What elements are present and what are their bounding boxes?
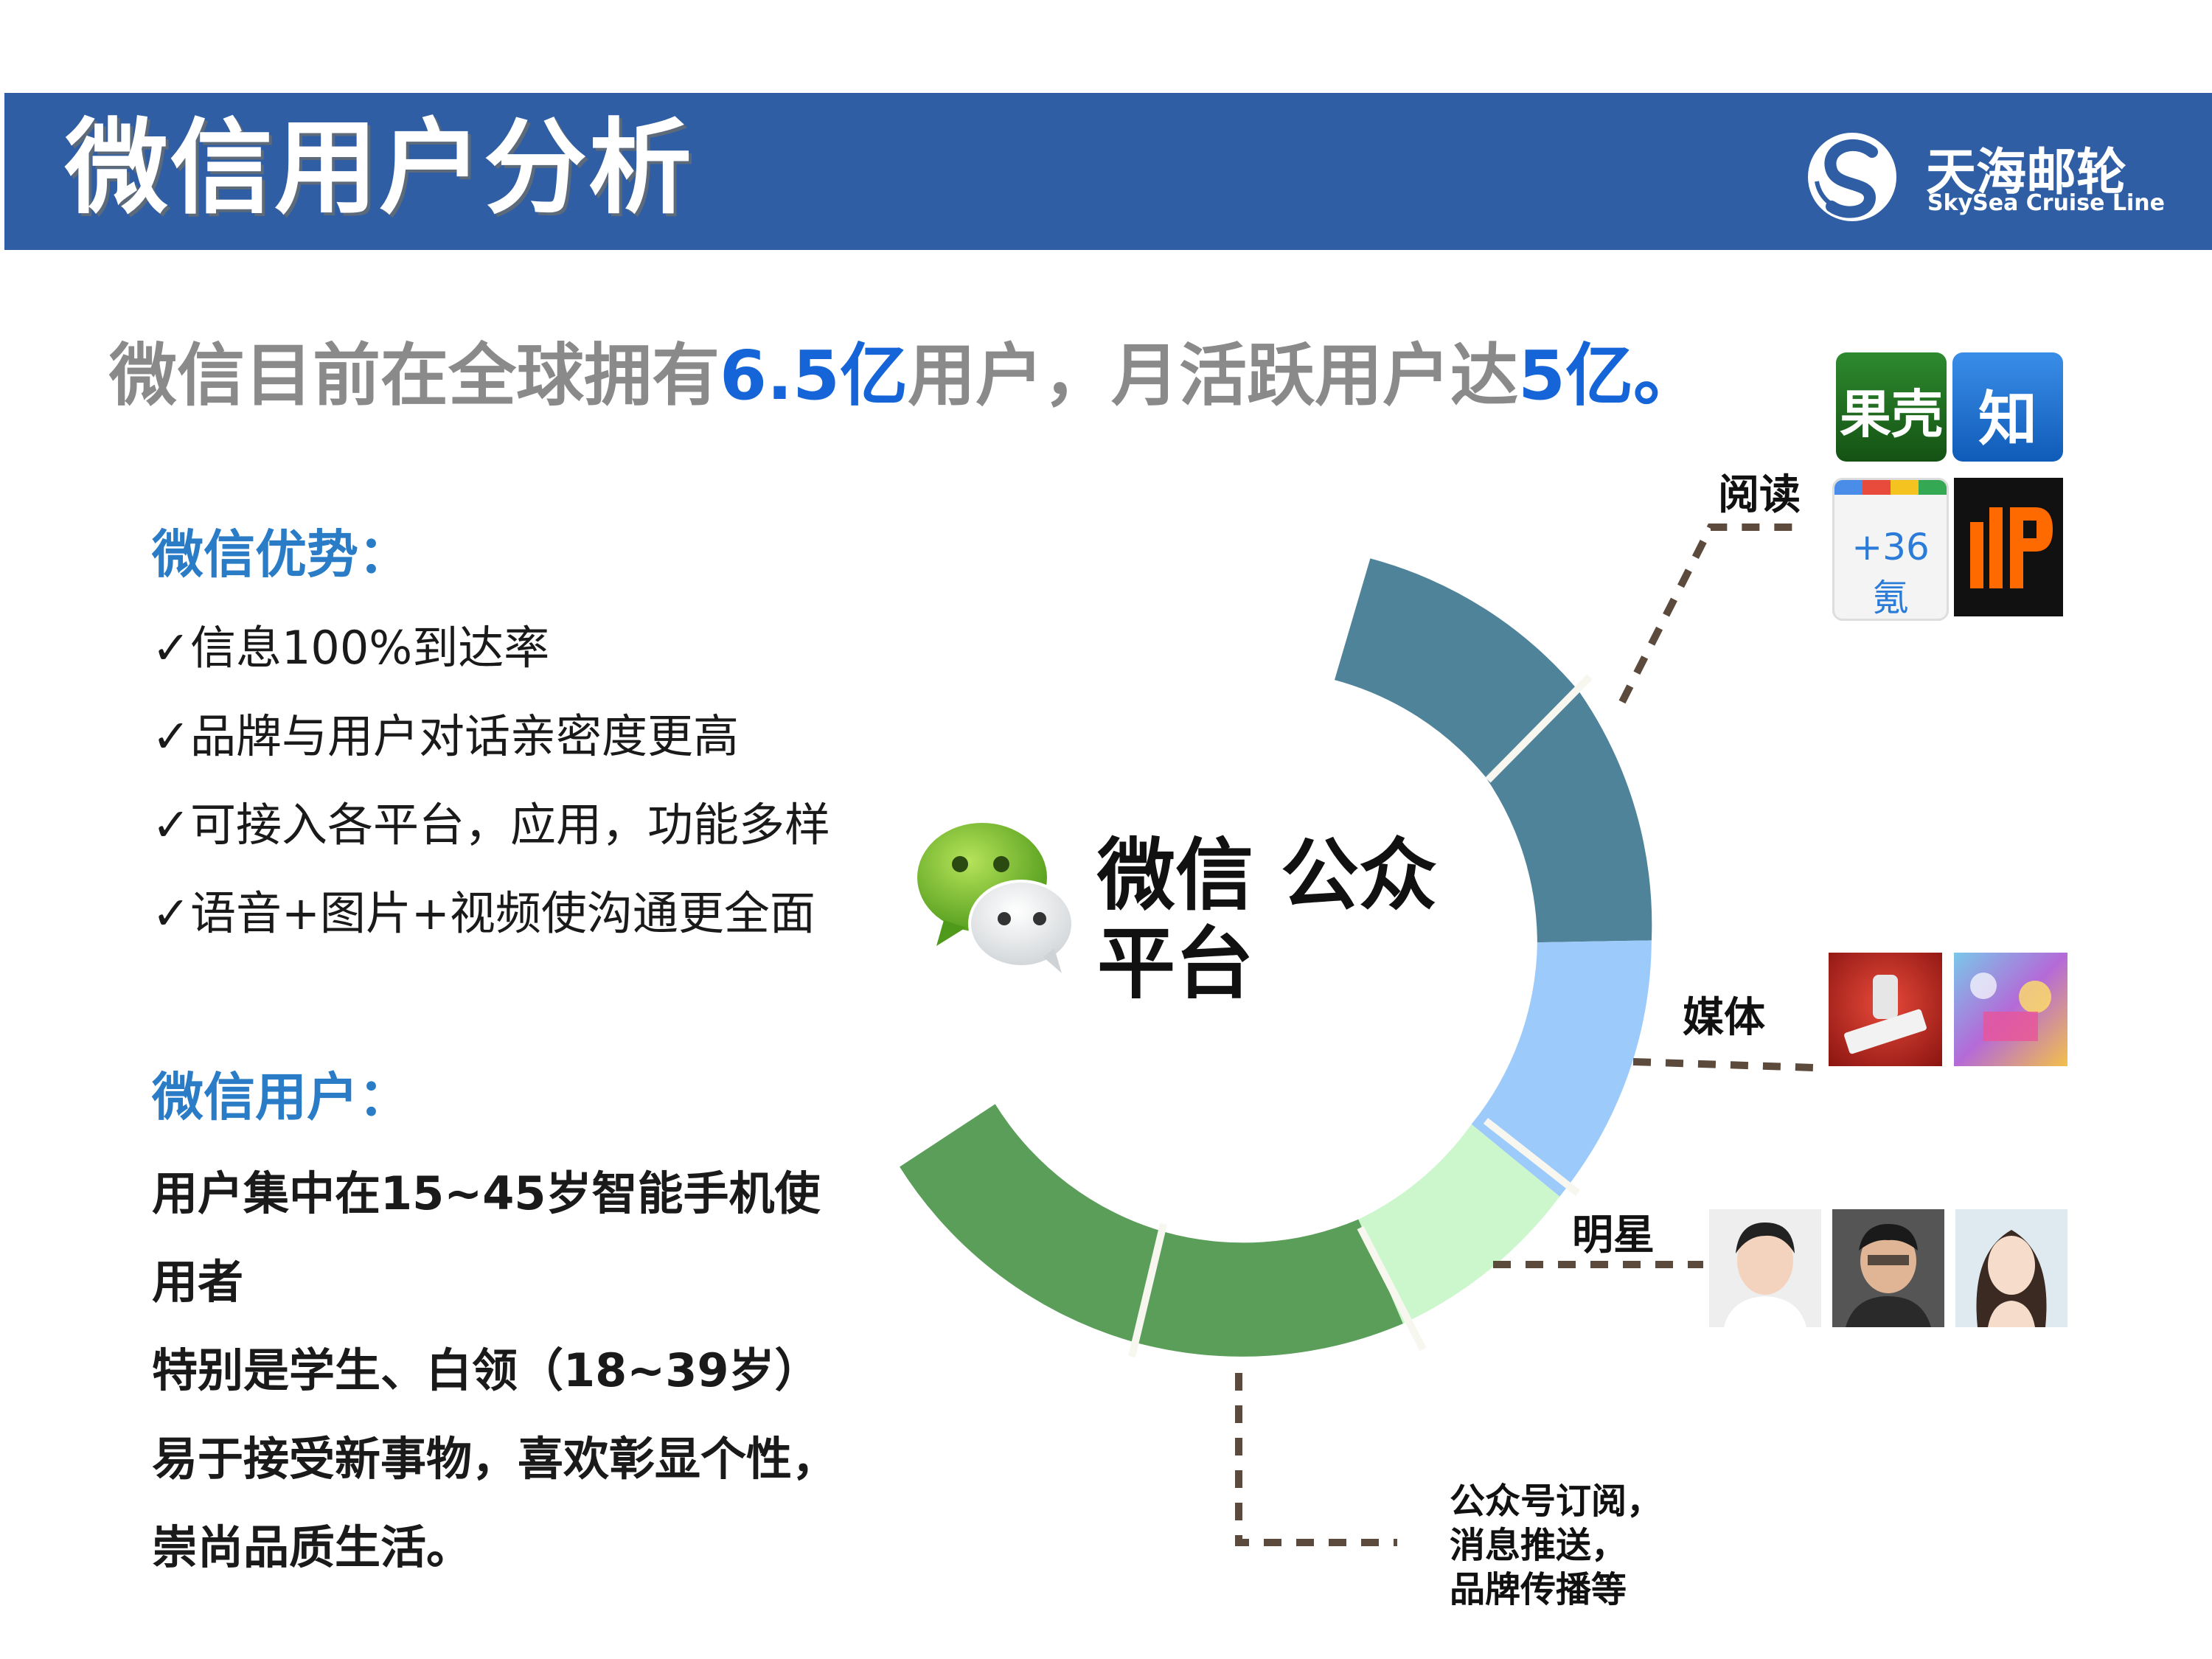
advantage-item: ✓可接入各平台，应用，功能多样 [152,798,830,852]
kr36-app-icon: +36氪 [1832,478,1949,621]
headline-part2: 用户，月活跃用户达 [908,336,1519,415]
ring-segment-public-2 [900,1104,1164,1342]
kr36-icon-text: +36氪 [1851,526,1930,619]
headline-part1: 微信目前在全球拥有 [109,336,720,415]
wechat-logo-icon [917,823,1074,973]
users-line: 用户集中在15~45岁智能手机使 [152,1166,821,1220]
users-line: 崇尚品质生活。 [152,1520,473,1574]
ring-separator [1483,1118,1581,1196]
headline-active-count: 5亿 [1518,336,1634,415]
ring-separator [1128,1222,1167,1358]
users-line: 用者 [152,1255,244,1309]
ring-segment-public-1 [1133,1219,1403,1357]
zhihu-icon-text: 知 [1978,385,2037,453]
center-label: 微信 公众平台 [1097,830,1437,1009]
label-reading: 阅读 [1718,471,1801,519]
skysea-logo-icon [1808,133,1896,221]
ring-separator [1357,1225,1427,1352]
label-public-line: 消息推送， [1450,1525,1627,1566]
reading-app-icon [1954,478,2063,616]
headline-users-count: 6.5亿 [720,336,908,415]
guokr-app-icon: 果壳 [1836,352,1947,462]
variety-show-icon [1954,953,2067,1066]
ring-segment-reading-1 [1335,558,1579,776]
users-line: 特别是学生、白领（18~39岁） [152,1343,821,1397]
ring-separator [1485,674,1593,783]
logo-english-name: SkySea Cruise Line [1927,190,2165,216]
users-line: 易于接受新事物，喜欢彰显个性， [152,1432,838,1486]
label-public-line: 品牌传播等 [1450,1569,1627,1610]
label-star: 明星 [1572,1211,1655,1259]
headline-part3: 。 [1633,336,1702,415]
page-title: 微信用户分析 [65,108,694,229]
star-photo-2 [1832,1209,1944,1327]
logo-chinese-name: 天海邮轮 [1926,144,2127,202]
the-voice-show-icon [1829,953,1942,1066]
leader-line-public [1235,1373,1397,1546]
label-media: 媒体 [1683,994,1765,1042]
star-photo-1 [1709,1209,1821,1327]
advantage-item: ✓信息100%到达率 [152,621,550,675]
leader-line-media [1632,1058,1815,1071]
headline: 微信目前在全球拥有6.5亿用户，月活跃用户达5亿。 [109,321,1701,419]
star-photo-3 [1955,1209,2067,1327]
advantages-title: 微信优势： [152,524,410,585]
leader-line-reading [1618,524,1803,704]
label-public-line: 公众号订阅， [1450,1481,1663,1522]
ring-segment-reading-2 [1485,692,1652,943]
advantage-item: ✓语音+图片+视频使沟通更全面 [152,886,815,940]
advantage-item: ✓品牌与用户对话亲密度更高 [152,709,739,763]
guokr-icon-text: 果壳 [1840,384,1943,445]
users-title: 微信用户： [152,1067,410,1127]
zhihu-app-icon: 知 [1952,352,2063,462]
ring-segment-star [1358,1124,1560,1324]
ring-segment-media [1471,940,1652,1197]
